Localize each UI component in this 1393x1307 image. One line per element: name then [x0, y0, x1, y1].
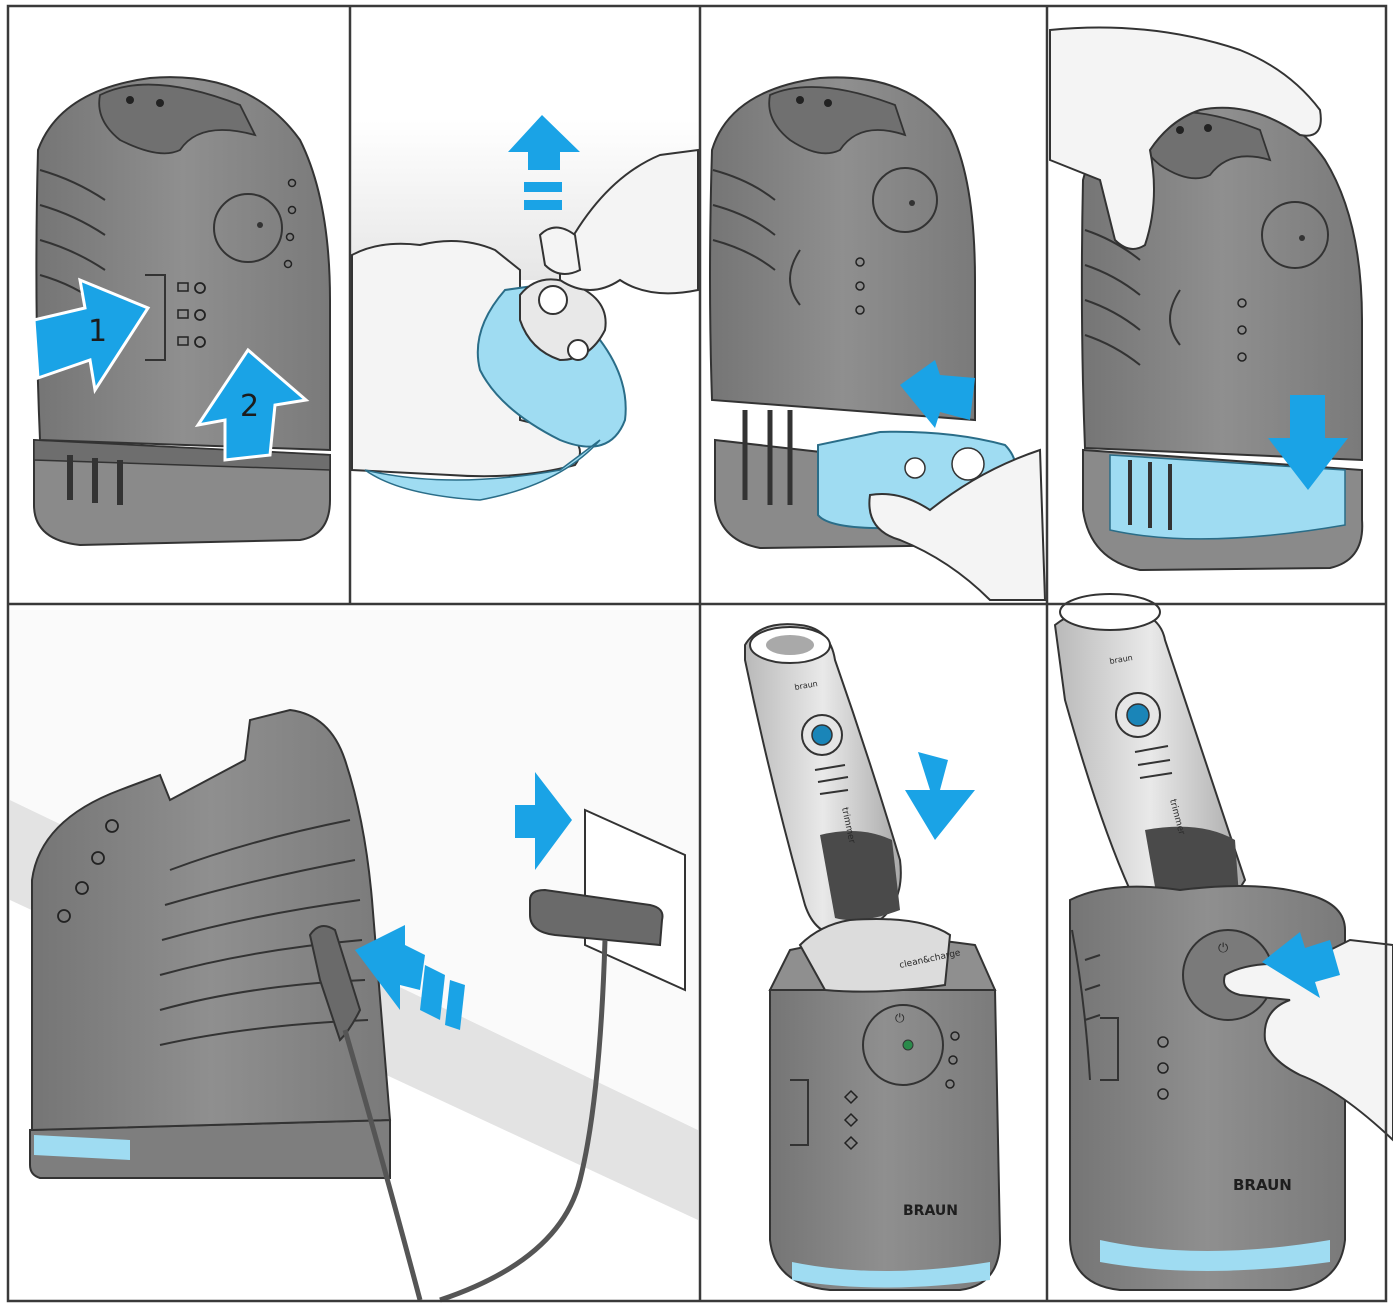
press-down-arrow-icon — [905, 752, 975, 840]
lift-arrow-icon: 2 — [194, 347, 310, 462]
panel-plug-in-power — [10, 610, 698, 1303]
panel-press-start-button: trimmer braun ⏻ BRAUN — [1053, 593, 1393, 1291]
push-arrow-icon — [1262, 932, 1340, 998]
push-arrow-icon: 1 — [32, 277, 151, 395]
press-down-arrow-icon — [1268, 395, 1348, 490]
station-brand-label: BRAUN — [1233, 1176, 1292, 1194]
panel-remove-cartridge: 1 2 — [32, 76, 331, 547]
power-symbol-icon: ⏻ — [1218, 941, 1228, 956]
push-arrow-icon — [355, 772, 572, 1030]
indicator-led-icon — [177, 178, 297, 348]
station-brand-label: BRAUN — [903, 1203, 958, 1219]
step-number-1: 1 — [88, 314, 107, 349]
shaver-brand-label: braun — [1109, 653, 1134, 666]
panel-insert-shaver: trimmer braun clean&charge ⏻ BRAUN — [744, 623, 1002, 1291]
push-arrow-icon — [900, 360, 975, 428]
step-number-2: 2 — [240, 389, 259, 424]
lift-arrow-icon — [508, 115, 580, 210]
panel-open-cartridge — [351, 115, 699, 501]
shaver-brand-label: braun — [794, 679, 819, 692]
panel-grid-frame — [6, 4, 1388, 1303]
panel-insert-cartridge — [709, 76, 1047, 601]
power-symbol-icon: ⏻ — [895, 1011, 905, 1025]
panel-lock-housing — [1049, 26, 1364, 572]
